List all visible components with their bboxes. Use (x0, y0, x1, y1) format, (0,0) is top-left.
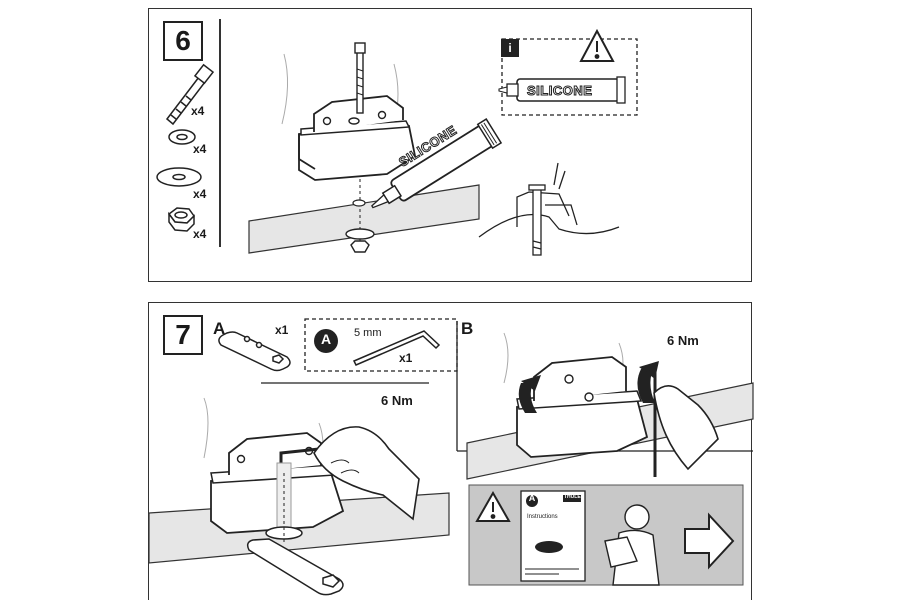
rotation-arrow-left-icon (518, 375, 541, 413)
tool-size: 5 mm (354, 327, 382, 339)
tool-qty: x1 (399, 351, 413, 365)
manual-booklet-icon (520, 490, 586, 582)
washer-icon (168, 129, 196, 145)
manual-badge: A (528, 493, 536, 503)
next-arrow-icon (684, 512, 735, 570)
nut-icon (167, 207, 195, 232)
info-badge: i (501, 39, 519, 57)
person-reading-icon (604, 504, 660, 586)
parts-divider (219, 19, 221, 247)
part-a-qty: x1 (275, 323, 289, 337)
section-b-letter: B (461, 319, 474, 338)
large-washer-icon (156, 167, 202, 187)
step-6-panel: 6 x4 x4 x4 x4 (148, 8, 752, 282)
bolt-shaft (356, 50, 364, 114)
tool-badge-icon (314, 329, 338, 353)
large-washer-qty: x4 (193, 187, 207, 201)
allen-key-icon (352, 330, 441, 366)
silicone-tube (371, 118, 503, 209)
tool-badge: A (320, 331, 332, 347)
detail-sketch (478, 162, 620, 256)
step-7-drawings (148, 318, 754, 596)
hand-left (313, 426, 420, 521)
torque-label-b: 6 Nm (667, 333, 699, 348)
washer-qty: x4 (193, 142, 207, 156)
warning-icon (579, 28, 615, 62)
step-7-panel: 7 A (148, 302, 754, 600)
foot-assembly-drawing (248, 28, 638, 256)
step-number: 7 (163, 315, 203, 355)
nut-qty: x4 (193, 227, 207, 241)
parts-icons (156, 63, 215, 232)
manual-title: Instructions (527, 514, 558, 520)
manual-brand: THULE (564, 494, 581, 500)
bolt-qty: x4 (191, 104, 205, 118)
section-a-letter: A (213, 319, 226, 338)
hand-right (653, 385, 719, 471)
mounting-plate-icon (218, 331, 291, 372)
bolt-icon (165, 63, 215, 126)
warning-icon (475, 490, 511, 522)
silicone-small-label: SILICONE (526, 83, 593, 99)
torque-label-a: 6 Nm (381, 393, 413, 408)
silicone-tube-small (498, 76, 626, 104)
step-number: 6 (163, 21, 203, 61)
